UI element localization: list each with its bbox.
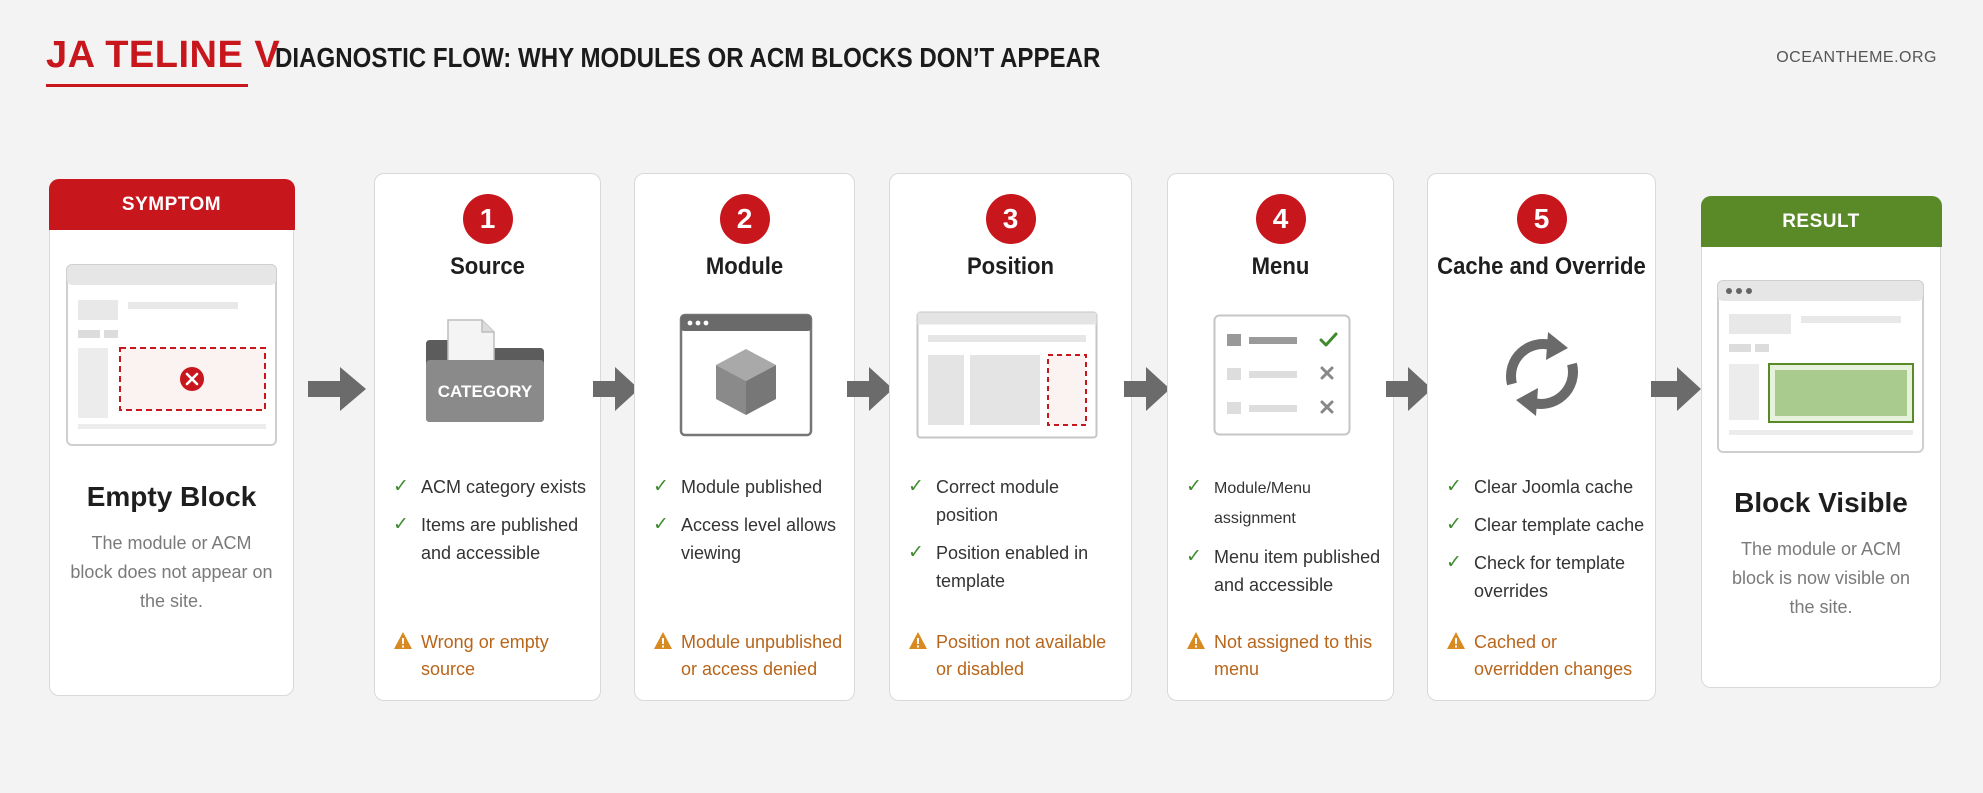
step-title: Menu	[1251, 253, 1310, 280]
visible-block-browser-illustration	[1717, 280, 1924, 453]
warning-text: Wrong or empty source	[421, 632, 549, 679]
warning-triangle-icon	[1447, 632, 1465, 649]
checkmark-icon: ✓	[1446, 552, 1462, 573]
step-card-cache-override: 5 Cache and Override ✓ Clear Joomla cache…	[1427, 173, 1656, 701]
flow-arrow-1	[308, 367, 366, 411]
symptom-description: The module or ACM block does not appear …	[70, 533, 273, 611]
layout-position-icon	[916, 311, 1098, 439]
page-title: DIAGNOSTIC FLOW: WHY MODULES OR ACM BLOC…	[275, 42, 1101, 73]
error-circle-icon	[180, 367, 204, 391]
check-text: ACM category exists	[421, 477, 587, 497]
check-text: Access level allows viewing	[681, 515, 837, 563]
refresh-cycle-icon	[1506, 332, 1578, 416]
step-card-position: 3 Position ✓ Correct module position ✓ Pos…	[889, 173, 1132, 701]
empty-block-browser-illustration	[66, 264, 277, 446]
check-text: Module published	[681, 477, 823, 497]
check-item: ✓ Menu item published and accessible	[1186, 543, 1383, 599]
result-band: RESULT	[1700, 195, 1942, 247]
symptom-card: SYMPTOM Empty Block The module or ACM bl…	[48, 178, 295, 696]
step-number-badge: 4	[1255, 194, 1306, 244]
flow-arrow-3	[847, 367, 893, 411]
step-checklist: ✓ Clear Joomla cache ✓ Clear template cach…	[1446, 473, 1645, 615]
step-number-badge: 5	[1516, 194, 1567, 244]
step-warning: Module unpublished or access denied	[653, 629, 844, 683]
flow-arrow-2	[593, 367, 639, 411]
step-number-badge: 3	[985, 194, 1036, 244]
result-description: The module or ACM block is now visible o…	[1731, 539, 1911, 617]
step-checklist: ✓ Correct module position ✓ Position enabl…	[908, 473, 1121, 605]
checkmark-icon: ✓	[1446, 514, 1462, 535]
warning-triangle-icon	[909, 632, 927, 649]
step-warning: Wrong or empty source	[393, 629, 590, 683]
menu-assignment-icon	[1213, 314, 1351, 436]
checkmark-icon: ✓	[653, 476, 669, 497]
step-number-badge: 1	[462, 194, 513, 244]
category-folder-icon: CATEGORY	[426, 319, 544, 422]
warning-text: Module unpublished or access denied	[681, 632, 843, 679]
symptom-title: Empty Block	[86, 481, 257, 512]
check-text: Clear Joomla cache	[1474, 477, 1634, 497]
check-item: ✓ Access level allows viewing	[653, 511, 844, 567]
check-text: Menu item published and accessible	[1214, 547, 1381, 595]
flow-arrow-4	[1124, 367, 1170, 411]
result-card: RESULT Block Visible The module or ACM b…	[1700, 195, 1942, 688]
check-item: ✓ ACM category exists	[393, 473, 590, 501]
category-label: CATEGORY	[438, 382, 533, 401]
warning-text: Position not available or disabled	[936, 632, 1107, 679]
step-number-badge: 2	[719, 194, 770, 244]
check-text: Module/Menu assignment	[1214, 480, 1311, 527]
checkmark-icon: ✓	[393, 476, 409, 497]
check-item: ✓ Clear Joomla cache	[1446, 473, 1645, 501]
checkmark-icon: ✓	[1446, 476, 1462, 497]
step-title: Cache and Override	[1437, 253, 1646, 280]
symptom-band: SYMPTOM	[48, 178, 295, 230]
checkmark-icon: ✓	[908, 542, 924, 563]
site-name: OCEANTHEME.ORG	[1776, 49, 1937, 66]
check-item: ✓ Items are published and accessible	[393, 511, 590, 567]
check-item: ✓ Correct module position	[908, 473, 1121, 529]
warning-text: Cached or overridden changes	[1474, 632, 1633, 679]
checkmark-icon: ✓	[1186, 476, 1202, 497]
check-text: Position enabled in template	[936, 543, 1089, 591]
brand-underline	[46, 84, 248, 87]
check-item: ✓ Module published	[653, 473, 844, 501]
check-item: ✓ Clear template cache	[1446, 511, 1645, 539]
checkmark-icon: ✓	[1186, 546, 1202, 567]
step-title: Position	[966, 253, 1055, 280]
step-warning: Position not available or disabled	[908, 629, 1121, 683]
module-cube-icon	[679, 313, 813, 437]
step-checklist: ✓ Module/Menu assignment ✓ Menu item publi…	[1186, 473, 1383, 609]
check-item: ✓ Check for template overrides	[1446, 549, 1645, 605]
check-text: Items are published and accessible	[421, 515, 579, 563]
step-checklist: ✓ Module published ✓ Access level allows v…	[653, 473, 844, 577]
checkmark-icon: ✓	[908, 476, 924, 497]
check-text: Correct module position	[936, 477, 1060, 525]
check-item: ✓ Position enabled in template	[908, 539, 1121, 595]
step-title: Source	[450, 253, 525, 280]
check-item: ✓ Module/Menu assignment	[1186, 473, 1383, 533]
step-card-source: 1 Source CATEGORY ✓ ACM category exists ✓…	[374, 173, 601, 701]
step-checklist: ✓ ACM category exists ✓ Items are publishe…	[393, 473, 590, 577]
step-card-module: 2 Module ✓ Module published ✓ Access level…	[634, 173, 855, 701]
brand-title: JA TELINE V	[46, 34, 281, 76]
warning-triangle-icon	[1187, 632, 1205, 649]
checkmark-icon: ✓	[653, 514, 669, 535]
checkmark-icon: ✓	[393, 514, 409, 535]
step-title: Module	[705, 253, 784, 280]
step-warning: Not assigned to this menu	[1186, 629, 1383, 683]
flow-arrow-6	[1651, 367, 1701, 411]
warning-triangle-icon	[394, 632, 412, 649]
check-text: Clear template cache	[1474, 515, 1645, 535]
warning-text: Not assigned to this menu	[1214, 632, 1373, 679]
check-text: Check for template overrides	[1474, 553, 1626, 601]
warning-triangle-icon	[654, 632, 672, 649]
step-card-menu: 4 Menu ✓ Module/Menu assignment ✓ Menu ite…	[1167, 173, 1394, 701]
step-warning: Cached or overridden changes	[1446, 629, 1645, 683]
result-title: Block Visible	[1734, 487, 1908, 518]
flow-arrow-5	[1386, 367, 1432, 411]
